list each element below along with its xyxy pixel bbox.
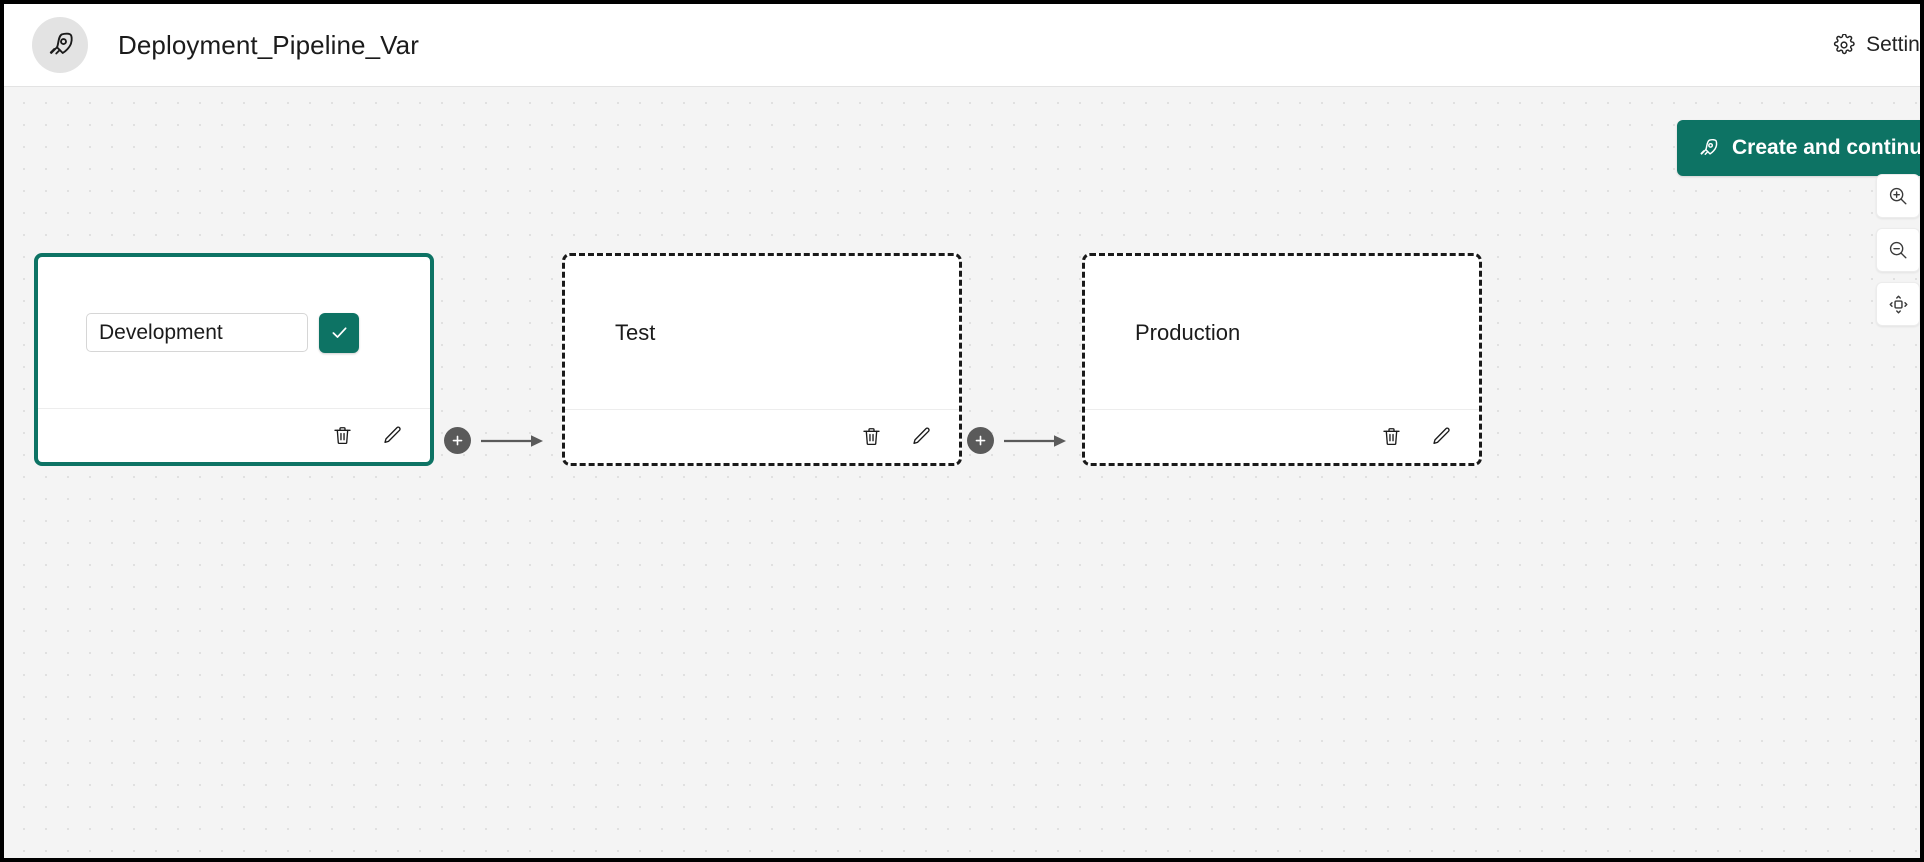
stage-name-label: Production [1135, 319, 1241, 345]
stage-card-footer [565, 409, 959, 463]
fit-to-view-icon [1887, 293, 1910, 316]
confirm-stage-name-button[interactable] [319, 312, 359, 353]
zoom-out-icon [1887, 239, 1909, 261]
delete-stage-button[interactable] [1378, 424, 1404, 450]
pipeline-canvas[interactable]: Create and continue [4, 87, 1920, 858]
stage-card-body: Test [565, 256, 959, 409]
arrow-right-icon [481, 433, 547, 449]
stage-card-footer [38, 408, 430, 462]
page-title: Deployment_Pipeline_Var [118, 29, 419, 60]
edit-stage-button[interactable] [1428, 424, 1454, 450]
trash-icon [1380, 425, 1403, 448]
stage-name-input[interactable] [86, 313, 308, 352]
edit-stage-button[interactable] [908, 424, 934, 450]
stage-card-body: Production [1085, 256, 1479, 409]
create-and-continue-label: Create and continue [1732, 136, 1920, 159]
add-stage-button-1[interactable] [444, 427, 471, 454]
trash-icon [860, 425, 883, 448]
arrow-right-icon [1004, 433, 1070, 449]
zoom-in-button[interactable] [1876, 174, 1920, 218]
app-header: Deployment_Pipeline_Var Settings [4, 4, 1920, 87]
pencil-icon [1430, 425, 1453, 448]
pencil-icon [381, 424, 404, 447]
zoom-out-button[interactable] [1876, 228, 1920, 272]
stage-card-body [38, 257, 430, 408]
stage-card-development[interactable] [34, 253, 434, 466]
stage-card-footer [1085, 409, 1479, 463]
pencil-icon [910, 425, 933, 448]
stage-card-test[interactable]: Test [562, 253, 962, 466]
trash-icon [331, 424, 354, 447]
create-and-continue-button[interactable]: Create and continue [1677, 120, 1920, 176]
settings-label: Settings [1866, 33, 1920, 56]
plus-icon [450, 433, 465, 448]
canvas-zoom-controls [1876, 174, 1920, 326]
delete-stage-button[interactable] [329, 423, 355, 449]
stage-name-label: Test [615, 319, 656, 345]
gear-icon [1833, 34, 1855, 56]
check-icon [329, 322, 350, 343]
fit-to-view-button[interactable] [1876, 282, 1920, 326]
edit-stage-button[interactable] [379, 423, 405, 449]
connector-2 [967, 427, 1070, 454]
add-stage-button-2[interactable] [967, 427, 994, 454]
zoom-in-icon [1887, 185, 1909, 207]
stage-card-production[interactable]: Production [1082, 253, 1482, 466]
settings-button[interactable]: Settings [1833, 33, 1920, 57]
rocket-icon [32, 17, 88, 73]
plus-icon [973, 433, 988, 448]
rocket-icon [1697, 137, 1719, 159]
connector-1 [444, 427, 547, 454]
delete-stage-button[interactable] [858, 424, 884, 450]
